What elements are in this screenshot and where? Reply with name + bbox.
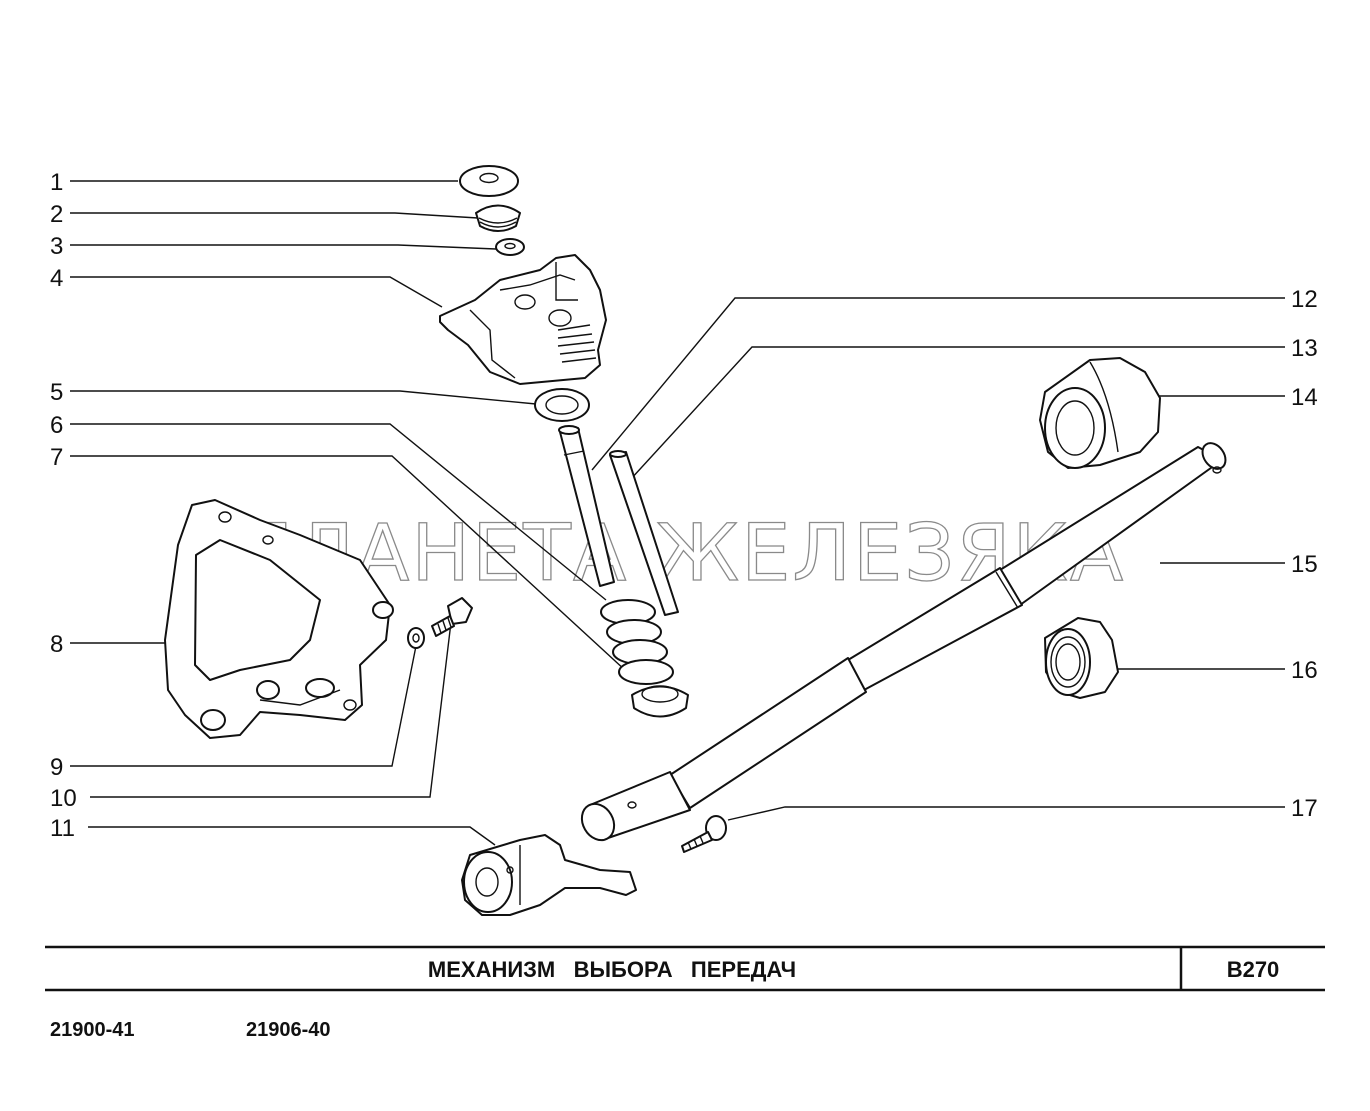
- part-3-small-washer: [495, 238, 525, 256]
- model-code-2: 21906-40: [246, 1019, 331, 1041]
- diagram-title: МЕХАНИЗМ ВЫБОРА ПЕРЕДАЧ: [428, 957, 796, 982]
- model-codes: 21900-41 21906-40: [50, 1019, 331, 1041]
- part-5-ring: [534, 388, 590, 422]
- callout-4: 4: [50, 265, 63, 292]
- callout-7: 7: [50, 444, 63, 471]
- callout-8: 8: [50, 631, 63, 658]
- part-9-washer: [407, 627, 425, 649]
- callout-2: 2: [50, 201, 63, 228]
- leader-lines: [70, 180, 1285, 846]
- part-12-rod: [558, 425, 615, 587]
- callout-5: 5: [50, 379, 63, 406]
- part-15-shaft: [580, 442, 1227, 842]
- part-8-bracket: [164, 499, 394, 739]
- part-11-lever: [461, 834, 637, 916]
- callout-labels-right: 12 13 14 15 16 17: [1291, 286, 1318, 822]
- callout-11: 11: [50, 815, 75, 842]
- part-16-seal: [1044, 617, 1119, 699]
- callout-3: 3: [50, 233, 63, 260]
- part-13-pin: [609, 450, 679, 616]
- part-17-screw: [681, 815, 727, 853]
- callout-10: 10: [50, 785, 77, 812]
- model-code-1: 21900-41: [50, 1019, 135, 1041]
- part-2-spring-cap: [475, 204, 521, 232]
- callout-1: 1: [50, 169, 63, 196]
- part-7-ring: [631, 685, 689, 718]
- callout-12: 12: [1291, 286, 1318, 313]
- title-block: МЕХАНИЗМ ВЫБОРА ПЕРЕДАЧ B270: [45, 945, 1325, 992]
- callout-6: 6: [50, 412, 63, 439]
- callout-16: 16: [1291, 657, 1318, 684]
- part-14-bushing: [1039, 357, 1161, 469]
- callout-17: 17: [1291, 795, 1318, 822]
- callout-labels-left: 1 2 3 4 5 6 7 8 9 10 11: [50, 169, 77, 842]
- part-1-washer: [459, 165, 519, 197]
- callout-9: 9: [50, 754, 63, 781]
- part-6-spring: [600, 599, 674, 685]
- part-4-selector-housing: [439, 254, 607, 385]
- sheet-code: B270: [1227, 957, 1280, 982]
- callout-15: 15: [1291, 551, 1318, 578]
- callout-13: 13: [1291, 335, 1318, 362]
- part-10-bolt: [431, 597, 473, 637]
- callout-14: 14: [1291, 384, 1318, 411]
